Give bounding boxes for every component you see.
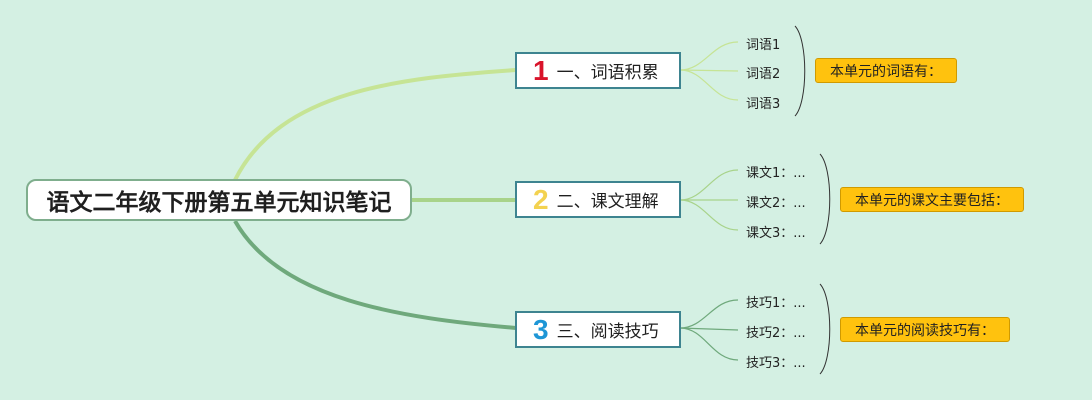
leaf-2-2[interactable]: 课文2：... xyxy=(746,196,806,211)
summary-node-1[interactable]: 本单元的词语有： xyxy=(815,58,957,83)
topic-node-2[interactable]: 2 二、课文理解 xyxy=(515,181,681,218)
topic-number-2: 2 xyxy=(533,183,549,215)
summary-bracket-1 xyxy=(794,25,806,117)
leaf-1-3[interactable]: 词语3 xyxy=(746,97,781,112)
topic-number-1: 1 xyxy=(533,54,549,86)
branch-connector-1 xyxy=(233,68,517,181)
topic-label-3: 三、阅读技巧 xyxy=(556,322,659,342)
leaf-3-3[interactable]: 技巧3：... xyxy=(746,356,806,371)
summary-label-1: 本单元的词语有： xyxy=(830,63,942,80)
branch-connector-3 xyxy=(233,220,517,330)
summary-node-3[interactable]: 本单元的阅读技巧有： xyxy=(840,317,1010,342)
leaf-1-1[interactable]: 词语1 xyxy=(746,38,781,53)
summary-bracket-3 xyxy=(819,283,831,375)
topic-node-1[interactable]: 1 一、词语积累 xyxy=(515,52,681,89)
topic-label-1: 一、词语积累 xyxy=(556,63,659,83)
leaf-connectors-2 xyxy=(679,169,739,231)
leaf-connectors-3 xyxy=(679,299,739,361)
root-title: 语文二年级下册第五单元知识笔记 xyxy=(46,190,392,216)
leaf-3-1[interactable]: 技巧1：... xyxy=(746,296,806,311)
leaf-connectors-1 xyxy=(679,41,739,101)
leaf-2-3[interactable]: 课文3：... xyxy=(746,226,806,241)
leaf-1-2[interactable]: 词语2 xyxy=(746,67,781,82)
topic-label-2: 二、课文理解 xyxy=(556,192,659,212)
summary-node-2[interactable]: 本单元的课文主要包括： xyxy=(840,187,1024,212)
summary-bracket-2 xyxy=(819,153,831,245)
root-node[interactable]: 语文二年级下册第五单元知识笔记 xyxy=(26,179,412,221)
summary-label-3: 本单元的阅读技巧有： xyxy=(855,322,995,339)
topic-number-3: 3 xyxy=(533,313,549,345)
leaf-2-1[interactable]: 课文1：... xyxy=(746,166,806,181)
topic-node-3[interactable]: 3 三、阅读技巧 xyxy=(515,311,681,348)
leaf-3-2[interactable]: 技巧2：... xyxy=(746,326,806,341)
summary-label-2: 本单元的课文主要包括： xyxy=(855,192,1009,209)
